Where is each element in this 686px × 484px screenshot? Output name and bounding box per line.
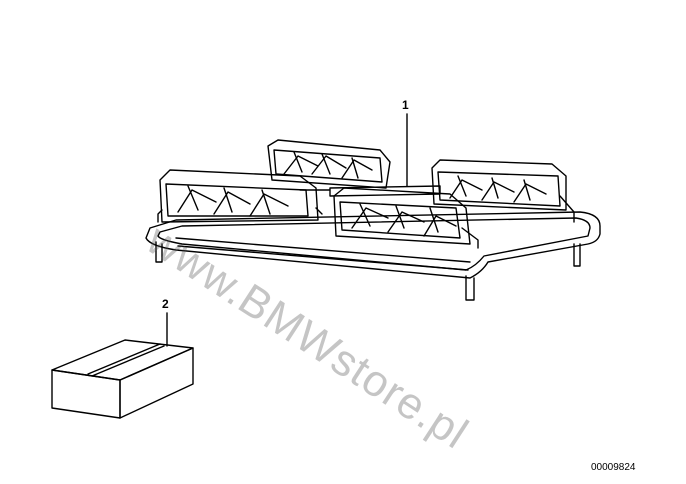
holder-front-center [333, 187, 479, 249]
callout-1: 1 [402, 98, 409, 112]
rack-front-tube [175, 237, 471, 271]
box-part [51, 312, 194, 419]
holder-back-right [431, 159, 575, 223]
reference-number: 00009824 [591, 462, 636, 473]
rack-frame-outer [145, 211, 601, 279]
box-tape [87, 343, 165, 377]
holder-front-left [157, 169, 323, 223]
rack-leg-right [573, 243, 581, 267]
rack-frame-inner [157, 217, 591, 271]
box-side [119, 347, 194, 419]
rack-assembly [145, 113, 601, 301]
box-front [51, 369, 121, 419]
rack-leg-left [155, 241, 163, 263]
callout-2: 2 [162, 297, 169, 311]
holder-back-left [267, 139, 391, 189]
rack-leg-front [465, 275, 475, 301]
